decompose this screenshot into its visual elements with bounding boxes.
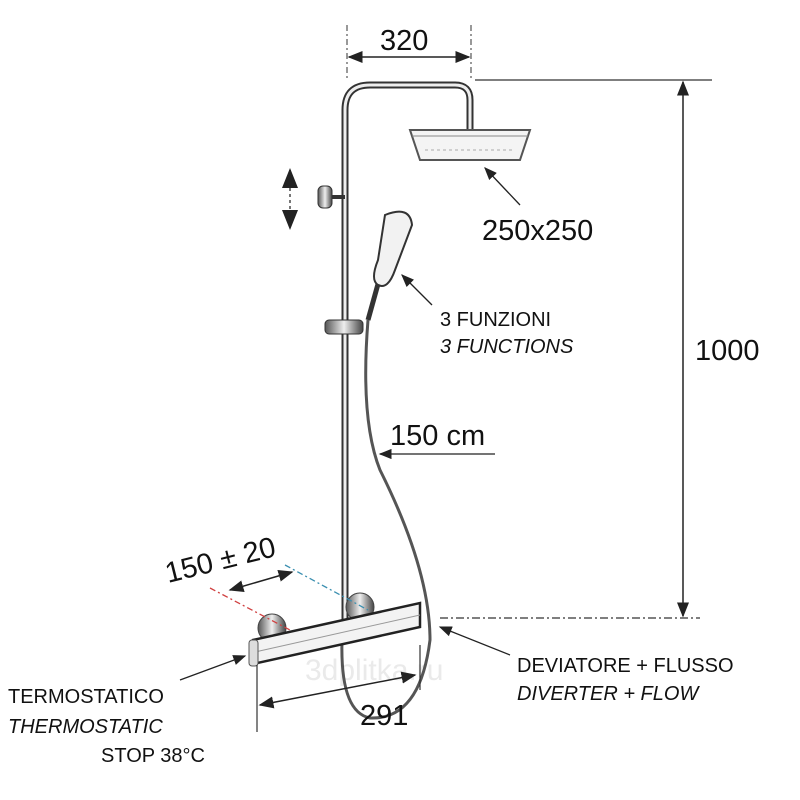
dimension-mixer: 291: [256, 645, 421, 732]
hand-shower-holder: [317, 185, 345, 209]
hand-shower: [365, 210, 414, 321]
head-size-label: 250x250: [482, 215, 593, 247]
diverter-en-label: DIVERTER + FLOW: [517, 683, 700, 705]
dimension-inlets: 150 ± 20: [162, 531, 294, 592]
height-label: 1000: [695, 335, 760, 367]
thermostatic-mixer: [248, 592, 422, 667]
hose-length-label: 150 cm: [390, 420, 485, 452]
thermo-en-label: THERMOSTATIC: [8, 716, 163, 738]
hot-inlet-axis: [209, 587, 291, 631]
dimension-arm: 320: [346, 25, 472, 80]
diverter-callout: DEVIATORE + FLUSSO DIVERTER + FLOW: [438, 626, 734, 705]
mixer-width-label: 291: [360, 700, 408, 732]
dimension-height: 1000: [440, 79, 760, 619]
shower-column: [341, 81, 474, 640]
slide-bar-clamp: [324, 319, 364, 335]
thermo-stop-label: STOP 38°C: [101, 745, 205, 767]
shower-hose: [340, 319, 432, 720]
thermo-it-label: TERMOSTATICO: [8, 686, 164, 708]
cold-inlet-axis: [284, 564, 369, 611]
functions-it-label: 3 FUNZIONI: [440, 309, 551, 331]
diverter-it-label: DEVIATORE + FLUSSO: [517, 655, 734, 677]
arm-width-label: 320: [380, 25, 428, 57]
thermostat-callout: TERMOSTATICO THERMOSTATIC STOP 38°C: [8, 655, 247, 767]
functions-en-label: 3 FUNCTIONS: [440, 336, 574, 358]
rain-shower-head: [408, 129, 532, 161]
functions-callout: 3 FUNZIONI 3 FUNCTIONS: [401, 274, 574, 358]
hose-callout: 150 cm: [378, 420, 495, 460]
dimension-head: 250x250: [482, 167, 593, 247]
